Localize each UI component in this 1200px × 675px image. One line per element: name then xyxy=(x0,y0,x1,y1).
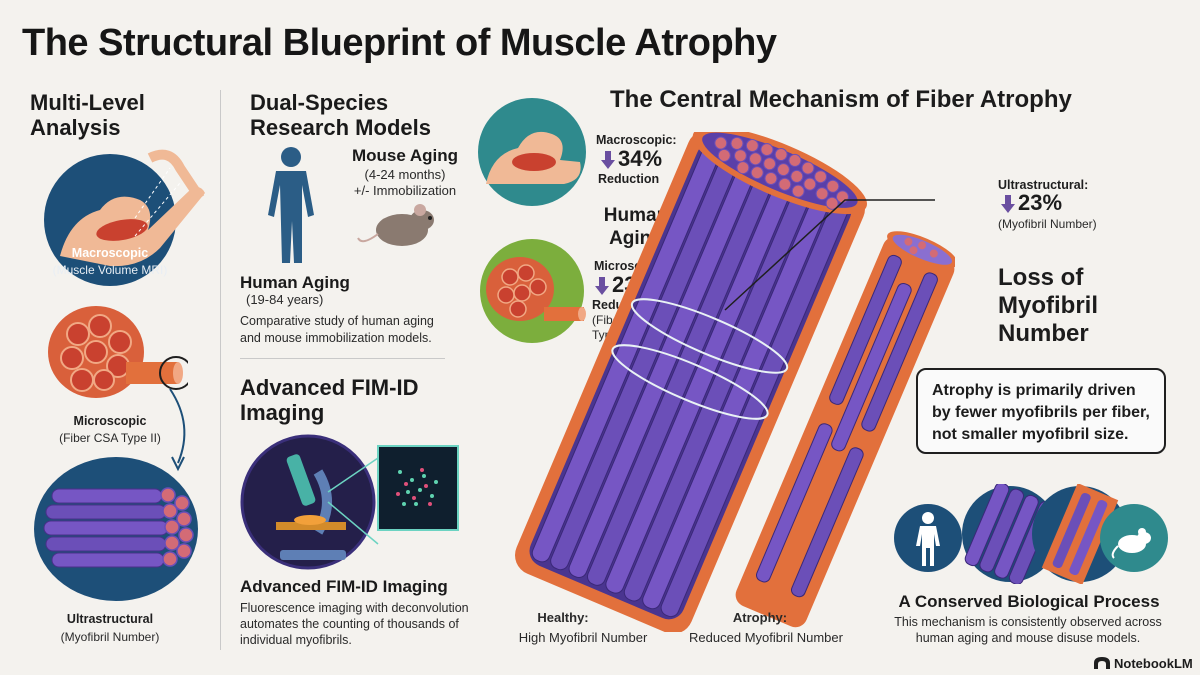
notebooklm-logo xyxy=(1094,657,1110,669)
human-figure-icon xyxy=(268,147,314,263)
central-macro-desc: Reduction xyxy=(598,172,660,186)
central-macro-value: 34% xyxy=(618,146,663,171)
mouse-aging-title: Mouse Aging xyxy=(351,146,459,165)
central-macro-label: Macroscopic: xyxy=(596,133,677,147)
healthy-label: Healthy: xyxy=(537,610,589,625)
section-divider xyxy=(240,358,445,359)
central-ultra-label: Ultrastructural: xyxy=(998,178,1089,192)
conserved-process-illustration xyxy=(894,484,1168,584)
atrophy-desc: Reduced Myofibril Number xyxy=(689,630,843,645)
page-title: The Structural Blueprint of Muscle Atrop… xyxy=(22,22,777,64)
fim-caption-title: Advanced FIM-ID Imaging xyxy=(240,577,448,596)
microscopic-sub: (Fiber CSA Type II) xyxy=(59,431,161,445)
microscopic-label: Microscopic xyxy=(73,414,147,428)
down-arrow-icon-3 xyxy=(1001,195,1015,213)
mouse-aging-range: (4-24 months) xyxy=(364,167,446,182)
central-heading: The Central Mechanism of Fiber Atrophy xyxy=(610,86,1072,113)
loss-of-myofibril-heading: Loss of Myofibril Number xyxy=(998,264,1098,347)
ultrastructural-sub: (Myofibril Number) xyxy=(60,630,160,644)
down-arrow-icon-2 xyxy=(595,277,609,295)
healthy-vs-atrophy-fiber-illustration xyxy=(515,132,955,632)
fim-caption-text: Fluorescence imaging with deconvolution … xyxy=(240,601,469,647)
central-micro-fiber-illustration xyxy=(480,239,586,343)
atrophy-label: Atrophy: xyxy=(732,610,788,625)
central-ultra-note: (Myofibril Number) xyxy=(998,217,1097,231)
microscopic-fiber-illustration xyxy=(48,306,188,398)
healthy-desc: High Myofibril Number xyxy=(518,630,648,645)
macroscopic-sub: (Muscle Volume MRI) xyxy=(52,263,168,277)
column-divider xyxy=(220,90,221,650)
ultrastructural-label: Ultrastructural xyxy=(66,612,154,626)
macroscopic-label: Macroscopic xyxy=(71,246,149,260)
central-ultra-value: 23% xyxy=(1018,190,1063,215)
fim-heading: Advanced FIM-ID Imaging xyxy=(240,375,419,425)
dual-species-description: Comparative study of human aging and mou… xyxy=(240,314,434,345)
conserved-heading: A Conserved Biological Process xyxy=(898,592,1160,611)
human-aging-range: (19-84 years) xyxy=(246,292,324,307)
human-aging-title: Human Aging xyxy=(240,273,350,292)
macroscopic-arm-illustration xyxy=(44,149,205,286)
dual-species-heading: Dual-Species Research Models xyxy=(250,90,431,140)
microscope-illustration xyxy=(240,434,459,570)
brand-label: NotebookLM xyxy=(1114,656,1193,671)
down-arrow-icon xyxy=(601,151,615,169)
mouse-icon xyxy=(357,204,434,246)
conserved-text: This mechanism is consistently observed … xyxy=(894,615,1162,645)
ultrastructural-bundle-illustration xyxy=(34,457,198,601)
central-macro-arm-illustration xyxy=(478,98,586,206)
atrophy-callout: Atrophy is primarily driven by fewer myo… xyxy=(916,368,1166,454)
mouse-aging-extra: +/- Immobilization xyxy=(353,183,457,198)
curved-arrow-icon xyxy=(169,388,186,472)
multi-level-heading: Multi-Level Analysis xyxy=(30,90,145,140)
